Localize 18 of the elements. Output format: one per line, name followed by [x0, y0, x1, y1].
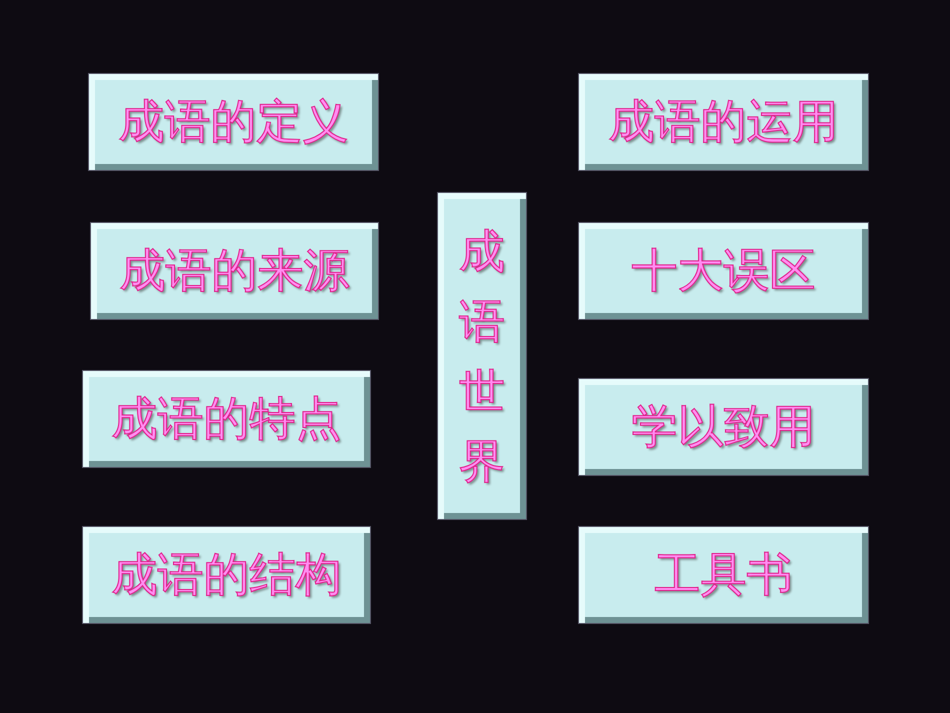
topic-box [578, 222, 869, 320]
topic-label: 成语的运用 [608, 93, 838, 150]
topic-label: 成语的来源 [120, 242, 350, 299]
topic-box [82, 370, 371, 468]
topic-box [437, 192, 527, 520]
topic-label: 十大误区 [632, 242, 816, 299]
topic-label: 学以致用 [632, 398, 816, 455]
topic-label: 工具书 [654, 546, 792, 603]
topic-label: 成语世界 [458, 223, 506, 490]
topic-box [82, 526, 371, 624]
topic-box [578, 378, 869, 476]
topic-label: 成语的特点 [112, 390, 342, 447]
topic-label: 成语的定义 [118, 93, 348, 150]
topic-box [578, 73, 869, 171]
topic-box [578, 526, 869, 624]
topic-box [88, 73, 379, 171]
topic-box [90, 222, 379, 320]
topic-label: 成语的结构 [112, 546, 342, 603]
